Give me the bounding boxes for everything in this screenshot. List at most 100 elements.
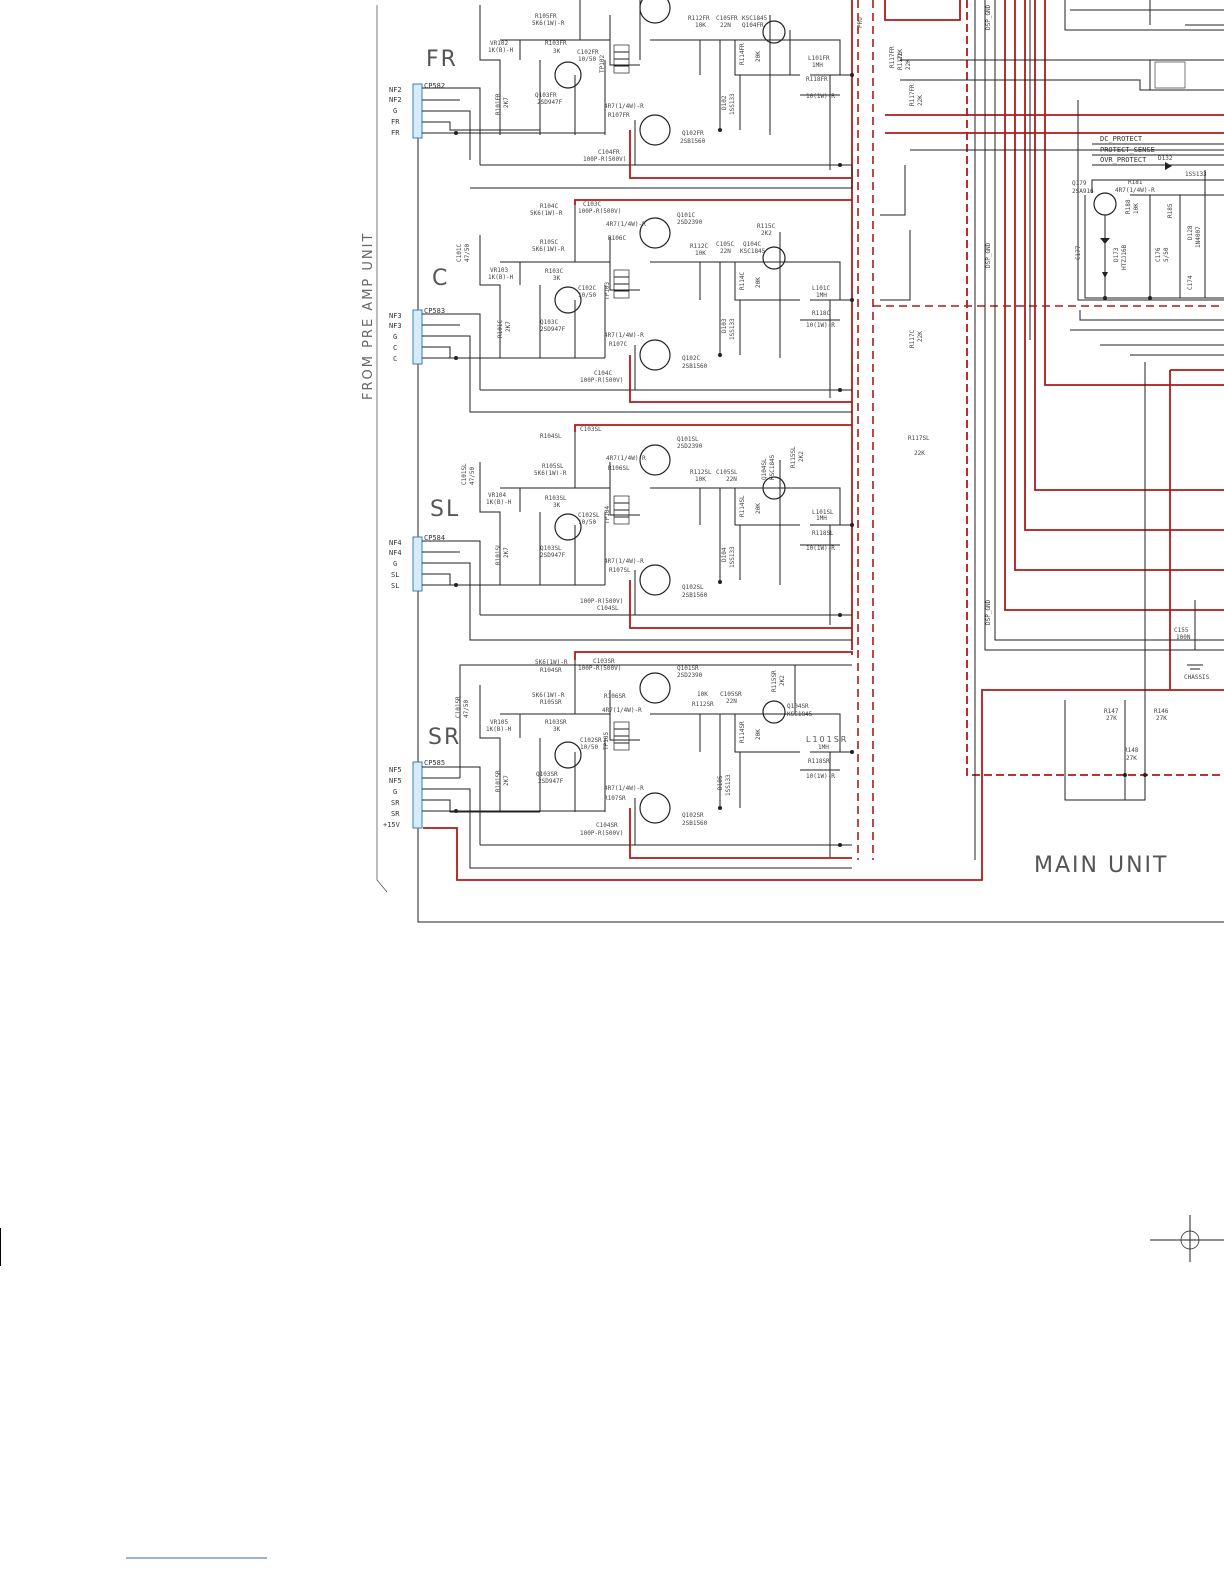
gray-wiring-9 — [880, 230, 911, 301]
sr-pin-6: +15V — [383, 821, 401, 829]
channel-sl: SL CP584 NF4 NF4 G SL SL R104SL C103SL Q… — [389, 424, 930, 641]
red-rail-5 — [1014, 0, 1224, 571]
r117l-value: 22K — [905, 59, 912, 70]
sl-r105v: 5K6(1W)-R — [534, 470, 567, 477]
sl-connector — [412, 536, 423, 592]
red-rail-8 — [1044, 0, 1224, 386]
sr-q103: Q103SR — [536, 771, 558, 778]
fr-pin-3: G — [393, 107, 397, 115]
sr-q101v: 2SD2390 — [677, 672, 703, 679]
fr-wiring — [422, 0, 853, 189]
fr-r114v: 20K — [755, 51, 762, 62]
sl-c104: C104SL — [597, 605, 619, 612]
sl-pin-1: NF4 — [389, 539, 402, 547]
gray-wiring-14 — [1064, 362, 1146, 801]
fr-tp: TP102 — [599, 55, 606, 73]
sl-c101: C101SL — [461, 463, 468, 485]
sl-q102: Q102SL — [682, 584, 704, 591]
c-pin-5: C — [393, 355, 397, 363]
c-r103v: 3K — [553, 275, 561, 282]
c-c103: C103C — [583, 201, 601, 208]
sl-r106v: 4R7(1/4W)-R — [606, 455, 646, 462]
sl-r114v: 20K — [755, 503, 762, 514]
sl-r115: R115SL — [790, 446, 797, 468]
c-c102: C102C — [578, 285, 596, 292]
c-r115v: 2K2 — [761, 230, 772, 237]
c-connector-label: CP583 — [424, 307, 445, 315]
c-c105v: 22N — [720, 248, 731, 255]
dsp-gnd-3: DSP_GND — [985, 599, 992, 625]
fr-r107: R107FR — [608, 112, 630, 119]
fr-connector — [412, 83, 423, 139]
gray-wiring-12 — [1079, 310, 1224, 321]
c-q104: Q104C — [743, 241, 761, 248]
c-q102v: 2SB1560 — [682, 363, 708, 370]
sl-r118: R118SL — [812, 530, 834, 537]
sr-r104v: 5K6(1W)-R — [535, 659, 568, 666]
c-tp: TP103 — [604, 282, 611, 300]
sr-q102-transistor-icon — [639, 792, 671, 824]
sr-c104v: 100P-R(500V) — [580, 830, 623, 837]
sr-q102: Q102SR — [682, 812, 704, 819]
c-red-out — [574, 199, 852, 403]
c-r114: R114C — [739, 272, 746, 290]
sl-pin-3: G — [393, 560, 397, 568]
c-pin-3: G — [393, 333, 397, 341]
gray-wiring-2 — [994, 0, 1224, 641]
channel-sl-title: SL — [430, 497, 460, 522]
fr-q103-transistor-icon — [554, 61, 582, 89]
sr-c103: C103SR — [593, 658, 615, 665]
fr-vrv: 1K(B)-H — [488, 47, 514, 54]
sr-r101v: 2K7 — [503, 775, 510, 786]
r146-label: R146 — [1154, 708, 1169, 715]
c-r104v: 5K6(1W)-R — [530, 210, 563, 217]
sr-r112: R112SR — [692, 701, 714, 708]
dsp-gnd-2: DSP_GND — [985, 242, 992, 268]
sr-connector-label: CP585 — [424, 759, 445, 767]
sl-r117: R117SL — [908, 435, 930, 442]
sr-c103v: 100P-R(500V) — [578, 665, 621, 672]
c-r112v: 10K — [695, 250, 706, 257]
sr-r104: R104SR — [540, 667, 562, 674]
sr-q103v: 2SD947F — [538, 778, 564, 785]
sr-r103: R103SR — [545, 719, 567, 726]
c-c103v: 100P-R(500V) — [578, 208, 621, 215]
c176-label: C176 — [1155, 247, 1162, 262]
gray-wiring-3 — [1064, 0, 1224, 31]
c-dv: 1SS133 — [729, 318, 736, 340]
c-q101: Q101C — [677, 212, 695, 219]
sr-q102v: 2SB1560 — [682, 820, 708, 827]
c-d: D103 — [721, 318, 728, 333]
fr-r112: R112FR — [688, 15, 710, 22]
fr-r114: R114FR — [739, 43, 746, 65]
sl-pin-2: NF4 — [389, 549, 402, 557]
sr-r118v: 10(1W)-R — [806, 773, 835, 780]
c-r101: R101C — [497, 320, 504, 338]
c-q104v: KSC1845 — [740, 248, 766, 255]
sl-q103-transistor-icon — [554, 513, 582, 541]
junction-dots — [454, 73, 1152, 847]
sr-red-out — [574, 651, 853, 859]
fr-pin-5: FR — [391, 129, 400, 137]
sl-r103: R103SL — [545, 495, 567, 502]
sl-q102-transistor-icon — [639, 564, 671, 596]
sl-c105v: 22N — [726, 476, 737, 483]
c-vrv: 1K(B)-H — [488, 274, 514, 281]
fr-c102: C102FR — [577, 49, 599, 56]
sr-r105v: 5K6(1W)-R — [532, 692, 565, 699]
c-q101v: 2SD2390 — [677, 219, 703, 226]
fr-pin-4: FR — [391, 118, 400, 126]
c-c105: C105C — [716, 241, 734, 248]
sr-q104: Q104SR — [787, 703, 809, 710]
switch-box — [1154, 61, 1186, 89]
sr-r115v: 2K2 — [779, 675, 786, 686]
fr-r117: R117FR — [889, 46, 896, 68]
c-l101: L101C — [812, 285, 830, 292]
r117fr2-label: R117FR — [909, 84, 916, 106]
r117l-label: R117L — [897, 52, 904, 70]
c-q104-transistor-icon — [762, 246, 786, 270]
r117fr2-value: 22K — [917, 95, 924, 106]
q179-transistor-icon — [1093, 192, 1117, 216]
c-r106v: 4R7(1/4W)-R — [606, 221, 646, 228]
c-q103v: 2SD947F — [540, 326, 566, 333]
